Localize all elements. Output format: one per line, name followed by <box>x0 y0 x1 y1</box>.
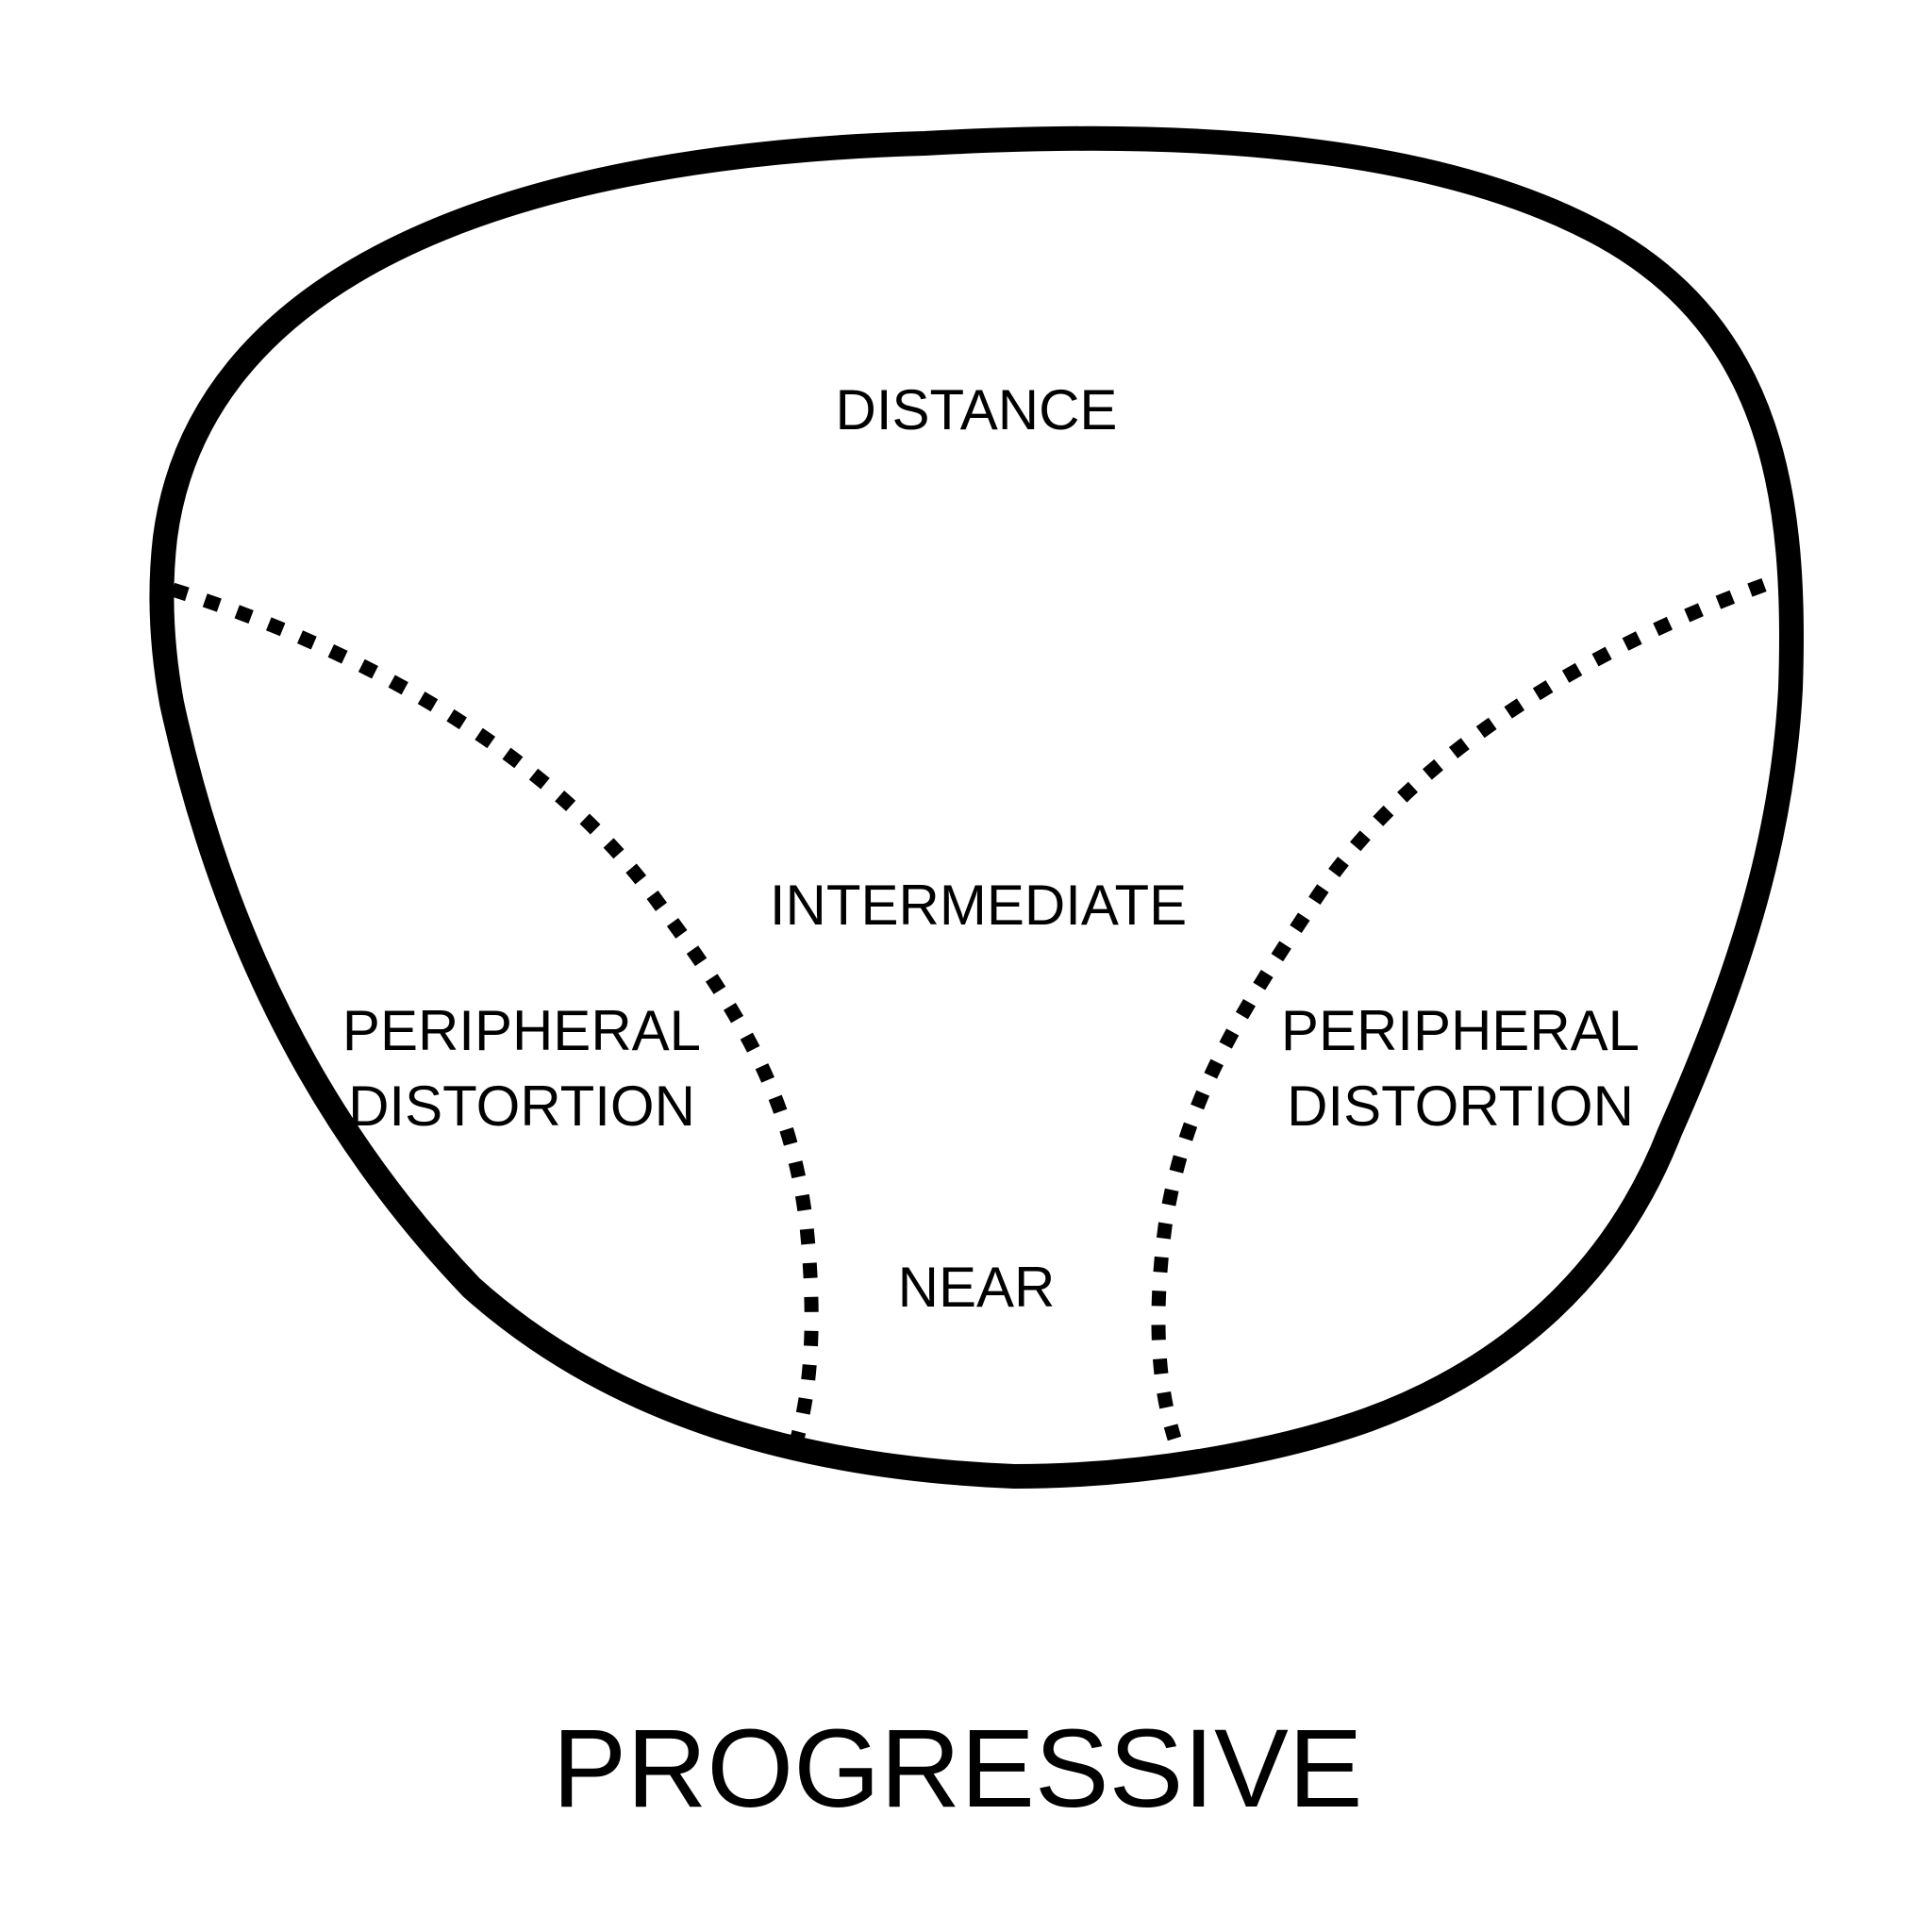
peripheral-distortion-left-line2: DISTORTION <box>348 1074 695 1138</box>
peripheral-distortion-right-line1: PERIPHERAL <box>1281 999 1640 1062</box>
left-zone-boundary <box>170 582 819 1441</box>
near-label: NEAR <box>898 1256 1056 1319</box>
intermediate-label: INTERMEDIATE <box>770 874 1187 937</box>
lens-outline-main <box>149 125 1805 1489</box>
peripheral-distortion-right-line2: DISTORTION <box>1287 1074 1634 1138</box>
peripheral-distortion-left-line1: PERIPHERAL <box>342 999 701 1062</box>
distance-label: DISTANCE <box>836 378 1118 441</box>
diagram-title: PROGRESSIVE <box>552 1707 1362 1831</box>
